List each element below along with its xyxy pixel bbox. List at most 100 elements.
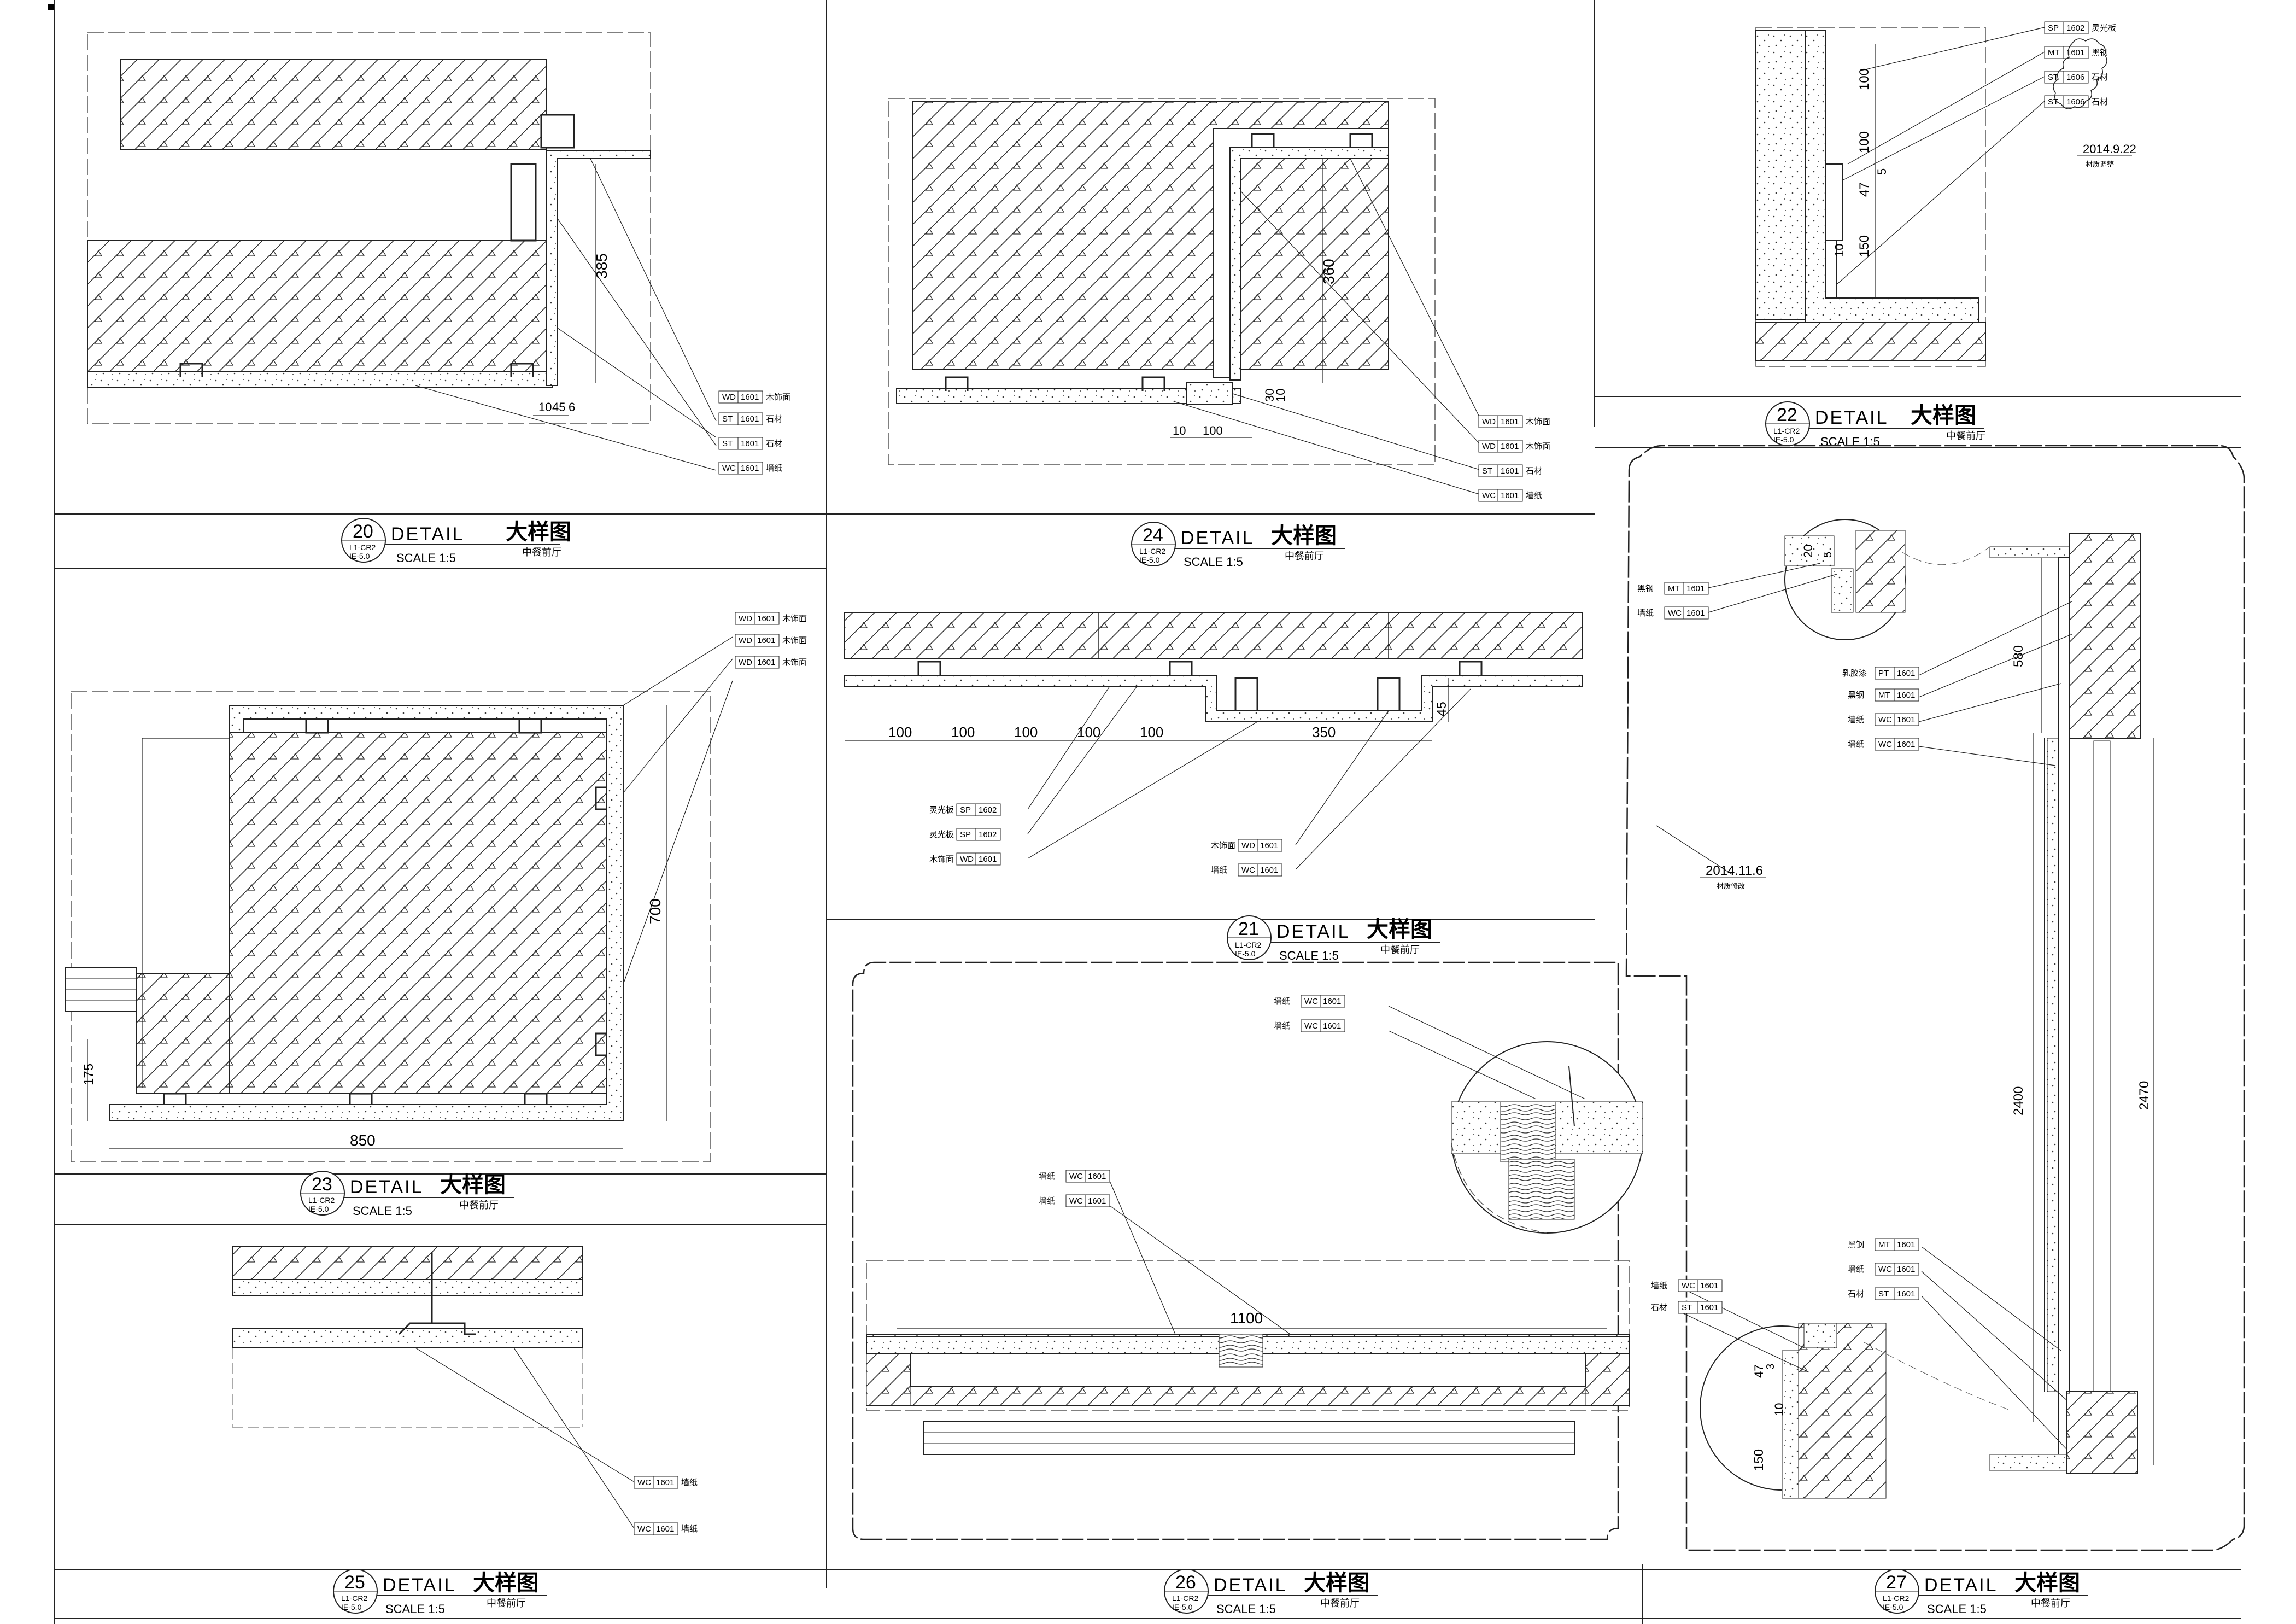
svg-text:木饰面: 木饰面 — [929, 855, 954, 864]
svg-text:WC: WC — [1304, 997, 1318, 1006]
svg-text:SCALE 1:5: SCALE 1:5 — [353, 1204, 412, 1218]
material-tag: 灵光板 SP 1602 — [929, 803, 1001, 816]
svg-text:大样图: 大样图 — [473, 1571, 538, 1595]
svg-text:1601: 1601 — [2066, 48, 2084, 57]
svg-text:木饰面: 木饰面 — [766, 393, 790, 402]
svg-text:墙纸: 墙纸 — [1651, 1281, 1667, 1290]
svg-text:DETAIL: DETAIL — [1214, 1575, 1287, 1596]
svg-text:1601: 1601 — [757, 614, 775, 623]
svg-text:1601: 1601 — [741, 393, 759, 402]
svg-text:1601: 1601 — [1323, 997, 1341, 1006]
svg-text:墙纸: 墙纸 — [1848, 740, 1864, 749]
svg-text:墙纸: 墙纸 — [1526, 491, 1542, 500]
svg-text:IE-5.0: IE-5.0 — [1172, 1603, 1193, 1611]
svg-text:1601: 1601 — [757, 636, 775, 645]
svg-text:WD: WD — [1241, 841, 1255, 850]
svg-text:L1-CR2: L1-CR2 — [308, 1196, 335, 1205]
svg-text:DETAIL: DETAIL — [350, 1177, 424, 1197]
svg-text:墙纸: 墙纸 — [1274, 1021, 1290, 1031]
svg-text:WC: WC — [1069, 1196, 1083, 1206]
svg-text:L1-CR2: L1-CR2 — [1172, 1594, 1198, 1603]
svg-text:ST: ST — [1682, 1303, 1692, 1312]
detail-number: 20 — [353, 521, 373, 542]
svg-text:SCALE 1:5: SCALE 1:5 — [1927, 1602, 1987, 1616]
revision-cloud-22 — [2053, 38, 2107, 109]
svg-text:灵光板: 灵光板 — [929, 805, 954, 815]
svg-text:中餐前厅: 中餐前厅 — [1946, 430, 1985, 441]
svg-text:1601: 1601 — [1501, 491, 1519, 500]
dim-385: 385 — [593, 253, 610, 279]
svg-text:1601: 1601 — [1897, 740, 1915, 749]
svg-text:100: 100 — [1857, 131, 1872, 153]
svg-text:IE-5.0: IE-5.0 — [1883, 1603, 1903, 1611]
svg-text:1601: 1601 — [1501, 466, 1519, 476]
svg-text:1601: 1601 — [656, 1478, 674, 1487]
svg-text:IE-5.0: IE-5.0 — [341, 1603, 362, 1611]
svg-text:1602: 1602 — [979, 805, 997, 815]
svg-text:45: 45 — [1434, 702, 1449, 716]
svg-text:ST: ST — [722, 414, 733, 424]
svg-text:WD: WD — [739, 636, 752, 645]
svg-text:墙纸: 墙纸 — [1848, 715, 1864, 725]
svg-text:100: 100 — [1203, 424, 1223, 437]
svg-text:10: 10 — [1274, 389, 1287, 402]
svg-text:MT: MT — [2048, 48, 2060, 57]
revision-date: 2014.9.22 — [2083, 142, 2136, 156]
svg-text:DETAIL: DETAIL — [383, 1575, 456, 1596]
svg-text:中餐前厅: 中餐前厅 — [1320, 1598, 1360, 1609]
dim-10: 10 — [538, 400, 552, 414]
svg-text:WC: WC — [1069, 1172, 1083, 1181]
revision-cloud-26 — [852, 961, 1619, 1540]
title-block-22: 22 L1-CR2 IE-5.0 DETAIL 大样图 SCALE 1:5 中餐… — [1765, 401, 1985, 448]
material-tag: MT 1601 黑钢 — [2044, 46, 2108, 59]
svg-text:WC: WC — [637, 1478, 651, 1487]
svg-text:1606: 1606 — [2066, 73, 2084, 82]
svg-text:850: 850 — [350, 1132, 376, 1149]
svg-text:175: 175 — [81, 1064, 96, 1085]
svg-text:SCALE 1:5: SCALE 1:5 — [396, 551, 456, 565]
svg-text:中餐前厅: 中餐前厅 — [487, 1598, 526, 1609]
svg-text:WC: WC — [1304, 1021, 1318, 1031]
svg-text:SP: SP — [960, 805, 971, 815]
svg-text:100: 100 — [1857, 68, 1872, 90]
svg-text:黑钢: 黑钢 — [1637, 584, 1654, 593]
svg-text:1601: 1601 — [1897, 715, 1915, 725]
svg-text:1601: 1601 — [1897, 691, 1915, 700]
svg-text:1602: 1602 — [979, 830, 997, 839]
svg-text:ST: ST — [2048, 73, 2058, 82]
svg-text:墙纸: 墙纸 — [1637, 609, 1654, 618]
svg-text:IE-5.0: IE-5.0 — [1235, 949, 1256, 958]
svg-text:MT: MT — [1668, 584, 1680, 593]
svg-text:黑钢: 黑钢 — [1848, 691, 1864, 700]
svg-text:石材: 石材 — [1848, 1289, 1864, 1299]
svg-text:大样图: 大样图 — [1911, 404, 1976, 428]
svg-text:1601: 1601 — [1501, 417, 1519, 427]
svg-text:墙纸: 墙纸 — [681, 1478, 698, 1487]
svg-text:黑钢: 黑钢 — [2092, 48, 2108, 57]
svg-text:L1-CR2: L1-CR2 — [341, 1594, 367, 1603]
